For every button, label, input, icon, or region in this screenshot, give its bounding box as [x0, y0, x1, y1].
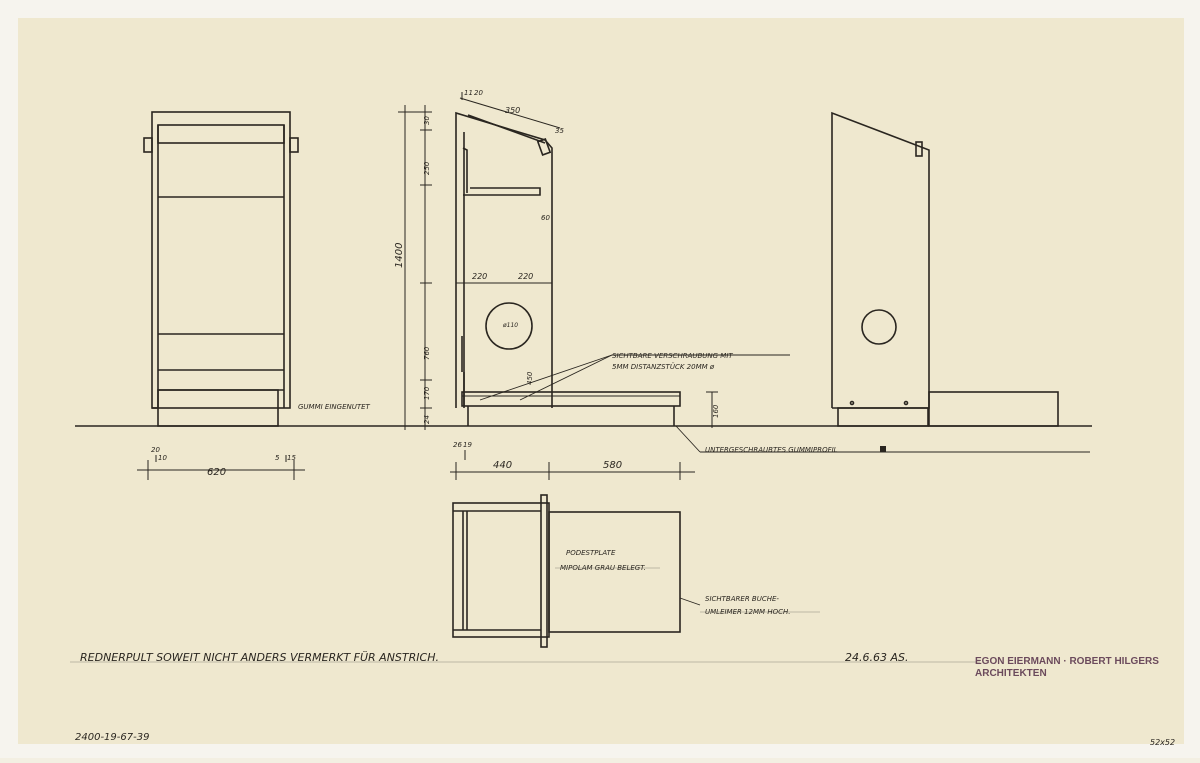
dim-440: 440: [493, 460, 512, 471]
note-plate-2: MIPOLAM GRAU BELEGT.: [560, 564, 646, 572]
dim-220-right: 220: [518, 272, 533, 281]
architect-stamp-line2: ARCHITEKTEN: [975, 668, 1047, 679]
archive-number-right: 52x52: [1150, 738, 1175, 747]
plan-view: [452, 494, 681, 648]
note-edge-1: SICHTBARER BUCHE-: [705, 595, 779, 603]
right-elevation: [831, 111, 1059, 427]
front-view: [143, 111, 299, 427]
dim-60: 60: [541, 214, 550, 222]
paper: [18, 18, 1184, 744]
note-plate-1: PODESTPLATE: [566, 549, 616, 557]
note-screws-2: 5MM DISTANZSTÜCK 20MM ø: [612, 362, 715, 371]
width-dimensions: [137, 92, 695, 480]
note-screws-1: SICHTBARE VERSCHRAUBUNG MIT: [612, 352, 733, 360]
profile-symbol: [880, 446, 886, 452]
dim-h-250: 250: [423, 161, 431, 175]
dim-platform: 160: [712, 404, 720, 418]
dim-h-170: 170: [423, 386, 431, 400]
note-profile: UNTERGESCHRAUBTES GUMMIPROFIL: [705, 446, 838, 454]
dim-220-left: 220: [472, 272, 487, 281]
dim-side-top-20: 20: [474, 89, 483, 97]
dim-front-15: 15: [287, 454, 296, 462]
dim-h-30: 30: [423, 116, 431, 125]
dim-front-width: 620: [207, 467, 226, 478]
leader-lines: [479, 354, 1090, 606]
dim-26: 26: [453, 441, 462, 449]
dim-h-760: 760: [423, 346, 431, 360]
dim-front-20: 20: [151, 446, 160, 454]
dim-450: 450: [526, 371, 534, 385]
pencil-guides: [70, 567, 980, 663]
height-dimension: [398, 105, 718, 430]
dim-side-top-11: 11: [464, 89, 473, 97]
dim-diameter: ø110: [502, 322, 518, 329]
note-edge-2: UMLEIMER 12MM HOCH.: [705, 608, 790, 616]
dim-19: 19: [463, 441, 472, 449]
drawing-title: REDNERPULT SOWEIT NICHT ANDERS VERMERKT …: [80, 651, 439, 664]
dim-side-top-35: 35: [555, 127, 564, 135]
dim-front-5: 5: [275, 454, 280, 462]
front-note: GUMMI EINGENUTET: [298, 403, 371, 411]
dim-front-10: 10: [158, 454, 167, 462]
dim-height-total: 1400: [394, 243, 405, 268]
archive-number-left: 2400-19-67-39: [75, 732, 149, 743]
architect-stamp-line1: EGON EIERMANN · ROBERT HILGERS: [975, 656, 1159, 667]
dim-h-24: 24: [423, 415, 431, 424]
dim-side-top-350: 350: [505, 106, 520, 115]
side-view: [455, 111, 681, 426]
dim-580: 580: [603, 460, 622, 471]
drawing-date: 24.6.63 AS.: [845, 651, 909, 664]
